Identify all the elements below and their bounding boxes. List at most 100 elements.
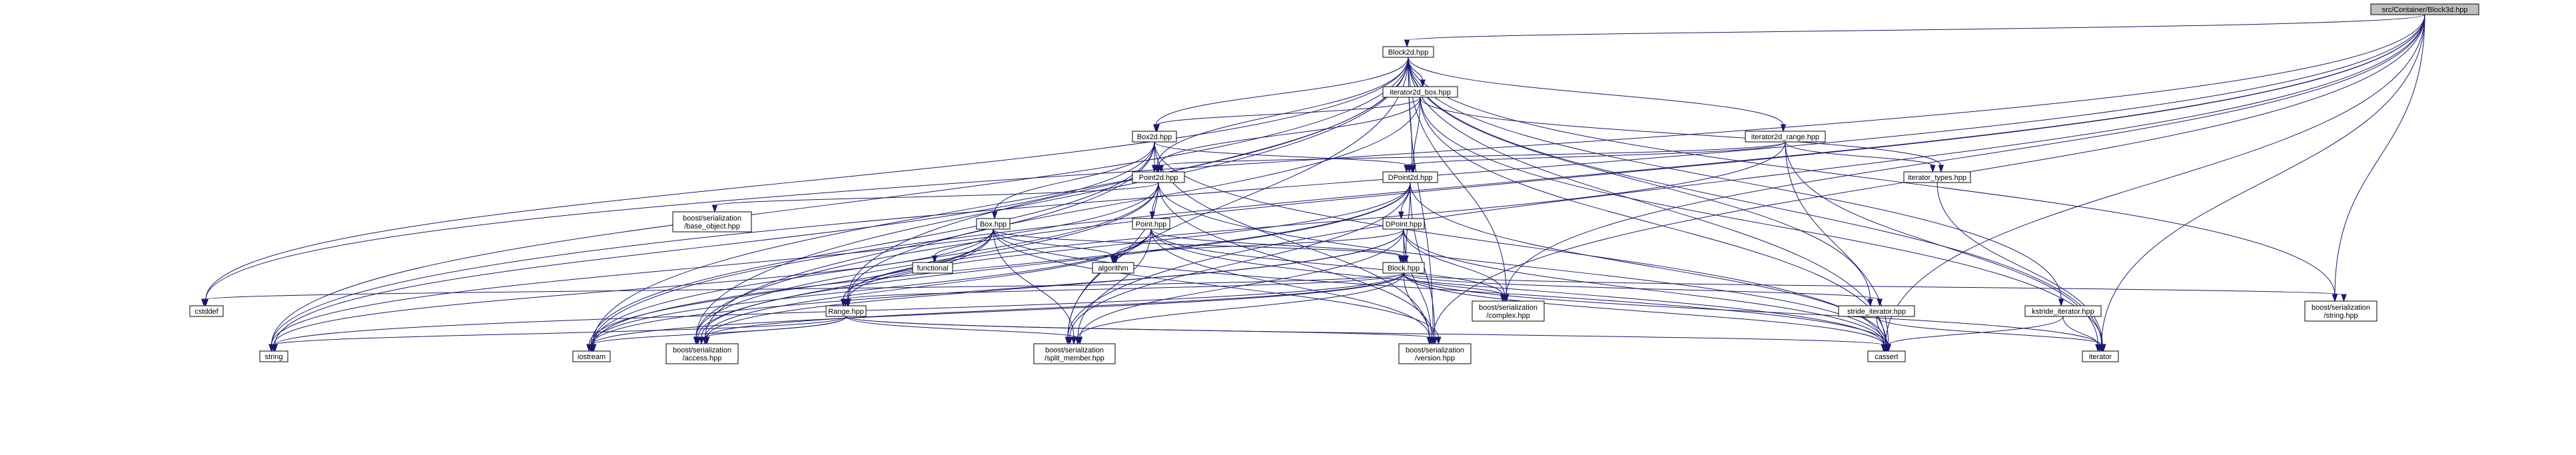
edge-line (1154, 141, 1410, 167)
node-dpoint[interactable]: DPoint.hpp (1382, 218, 1425, 230)
node-box (1903, 171, 1971, 183)
edge-line (1067, 57, 1409, 338)
node-box (1867, 350, 1906, 362)
node-it2d-range[interactable]: iterator2d_range.hpp (1745, 131, 1826, 143)
node-version: boost/serialization/version.hpp (1398, 343, 1472, 364)
node-range[interactable]: Range.hpp (825, 305, 867, 317)
node-box (825, 305, 867, 317)
edge-box2d-to-box (991, 141, 1155, 220)
node-box (1132, 131, 1177, 143)
node-box (1382, 218, 1425, 230)
edge-arrowhead (695, 336, 701, 345)
edge-line (1077, 228, 1152, 338)
node-box (1033, 343, 1116, 364)
edge-line (1420, 97, 1942, 167)
edge-line (2334, 14, 2425, 296)
edge-line (1150, 228, 1430, 338)
node-box (189, 305, 224, 317)
edge-line (1406, 141, 1786, 167)
node-box (912, 262, 953, 274)
edge-point-to-access (702, 228, 1152, 345)
edge-arrowhead (711, 205, 718, 213)
edge-it2d_range-to-cassert (1785, 141, 1892, 352)
node-stride-it[interactable]: stride_iterator.hpp (1838, 305, 1915, 317)
edge-line (590, 141, 1155, 346)
edge-line (705, 228, 1152, 338)
edge-line (590, 272, 1404, 346)
edge-dpoint-to-algorithm (1112, 228, 1404, 264)
edge-line (1403, 272, 1885, 346)
edge-line (1156, 57, 1409, 167)
edge-line (1936, 182, 2103, 346)
edge-range-to-version (845, 316, 1433, 345)
edge-line (705, 141, 1155, 338)
node-iterator: iterator (2082, 350, 2119, 362)
edge-it2d_box-to-it_types (1420, 97, 1944, 173)
edge-kstride_it-to-cassert (1885, 316, 2064, 352)
edge-arrowhead (1074, 336, 1081, 345)
node-split-member: boost/serialization/split_member.hpp (1033, 343, 1116, 364)
edge-arrowhead (1158, 165, 1164, 173)
edge-arrowhead (842, 298, 849, 307)
edge-arrowhead (1410, 165, 1416, 173)
node-label: Range.hpp (828, 308, 864, 316)
edge-arrowhead (1436, 336, 1442, 345)
edge-block2d-to-point2d (1154, 57, 1409, 173)
edge-arrowhead (1112, 255, 1119, 264)
edge-line (1408, 57, 1507, 296)
node-label: boost/serialization (1479, 304, 1537, 312)
node-point[interactable]: Point.hpp (1132, 218, 1170, 230)
edge-line (1408, 57, 2102, 346)
node-block2d[interactable]: Block2d.hpp (1382, 46, 1434, 58)
edge-arrowhead (1938, 165, 1944, 173)
node-box (1382, 46, 1434, 58)
node-cassert: cassert (1867, 350, 1906, 362)
edge-line (1785, 141, 1933, 167)
edge-it2d_box-to-box2d (1154, 97, 1421, 133)
edge-line (993, 228, 1402, 257)
node-block3d[interactable]: src/Container/Block3d.hpp (2370, 3, 2479, 15)
node-it2d-box[interactable]: iterator2d_box.hpp (1382, 86, 1458, 98)
node-label: Box2d.hpp (1137, 133, 1172, 141)
edge-arrowhead (1398, 211, 1404, 220)
node-iostream: iostream (572, 350, 611, 362)
edge-line (271, 57, 1409, 346)
edge-line (1403, 272, 2344, 296)
edge-line (848, 182, 1411, 300)
edge-arrowhead (1401, 255, 1407, 264)
node-label: DPoint2d.hpp (1388, 174, 1433, 182)
node-label: boost/serialization (683, 215, 741, 223)
node-block[interactable]: Block.hpp (1382, 262, 1425, 274)
node-box[interactable]: Box.hpp (976, 218, 1011, 230)
edge-line (994, 141, 1155, 213)
edge-line (203, 272, 1404, 300)
edge-arrowhead (698, 336, 705, 345)
edge-point2d-to-base_object (711, 182, 1159, 213)
edge-stride_it-to-iterator (1876, 316, 2106, 352)
edge-arrowhead (1067, 336, 1073, 345)
edge-it2d_range-to-dpoint2d (1404, 141, 1786, 173)
node-box2d[interactable]: Box2d.hpp (1132, 131, 1177, 143)
edge-line (1403, 272, 2100, 346)
edge-it2d_box-to-point2d (1155, 97, 1421, 173)
edge-arrowhead (2341, 294, 2347, 302)
node-it-types[interactable]: iterator_types.hpp (1903, 171, 1971, 183)
edge-arrowhead (991, 211, 998, 220)
node-label: kstride_iterator.hpp (2032, 308, 2094, 316)
node-box (2370, 3, 2479, 15)
node-dpoint2d[interactable]: DPoint2d.hpp (1382, 171, 1438, 183)
node-kstride-it[interactable]: kstride_iterator.hpp (2024, 305, 2102, 317)
edge-arrowhead (1404, 165, 1410, 173)
edge-arrowhead (1071, 336, 1077, 345)
edges-layer (201, 14, 2425, 352)
node-point2d[interactable]: Point2d.hpp (1132, 171, 1185, 183)
edge-line (845, 316, 1078, 338)
edge-arrowhead (2100, 344, 2106, 352)
edge-line (1067, 14, 2425, 338)
edge-arrowhead (1877, 298, 1883, 307)
edge-arrowhead (1780, 124, 1787, 133)
edge-dpoint2d-to-cassert (1410, 182, 1890, 352)
node-label: Block2d.hpp (1388, 49, 1429, 57)
edge-dpoint2d-to-split_member (1067, 182, 1411, 345)
